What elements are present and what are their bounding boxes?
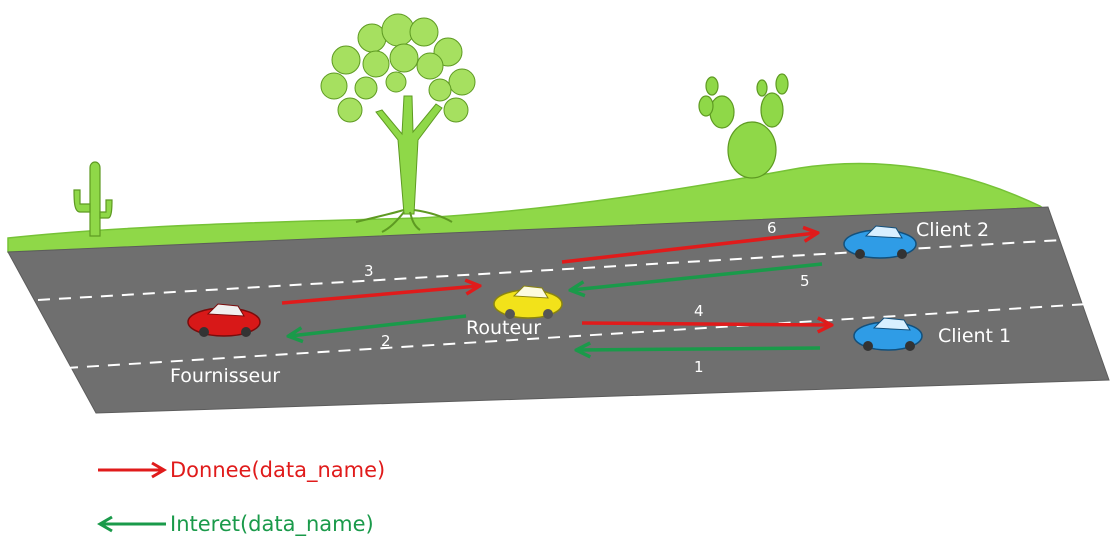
red-arrow-icon bbox=[98, 461, 167, 479]
arrow-interest-1 bbox=[578, 348, 821, 350]
car-router-icon bbox=[493, 285, 563, 319]
legend-data: Donnee(data_name) bbox=[96, 458, 385, 482]
legend-data-label: Donnee(data_name) bbox=[170, 458, 386, 482]
legend-interest: Interet(data_name) bbox=[96, 512, 374, 536]
lane-line-top bbox=[37, 239, 1063, 301]
step-number-5: 5 bbox=[800, 272, 810, 290]
car-provider-icon bbox=[187, 303, 261, 337]
lane-line-bottom bbox=[65, 303, 1089, 369]
cactus-small-icon bbox=[73, 161, 113, 237]
label-provider: Fournisseur bbox=[170, 365, 280, 387]
grass-hill bbox=[7, 162, 1051, 253]
step-number-2: 2 bbox=[381, 332, 391, 350]
tree-icon bbox=[320, 13, 476, 233]
legend-interest-label: Interet(data_name) bbox=[170, 512, 374, 536]
arrow-interest-5 bbox=[572, 262, 823, 290]
step-number-4: 4 bbox=[694, 302, 704, 320]
step-number-3: 3 bbox=[364, 262, 374, 280]
step-number-6: 6 bbox=[767, 219, 777, 237]
step-number-1: 1 bbox=[694, 358, 704, 376]
cactus-large-icon bbox=[698, 73, 789, 179]
arrow-data-3 bbox=[281, 286, 478, 305]
car-client1-icon bbox=[853, 317, 923, 351]
arrow-data-4 bbox=[581, 323, 830, 325]
green-arrow-icon bbox=[97, 515, 166, 533]
arrow-interest-2 bbox=[290, 314, 467, 336]
label-router: Routeur bbox=[466, 317, 541, 339]
label-client1: Client 1 bbox=[938, 325, 1011, 347]
arrow-data-6 bbox=[561, 233, 816, 264]
car-client2-icon bbox=[843, 225, 917, 259]
label-client2: Client 2 bbox=[916, 219, 989, 241]
